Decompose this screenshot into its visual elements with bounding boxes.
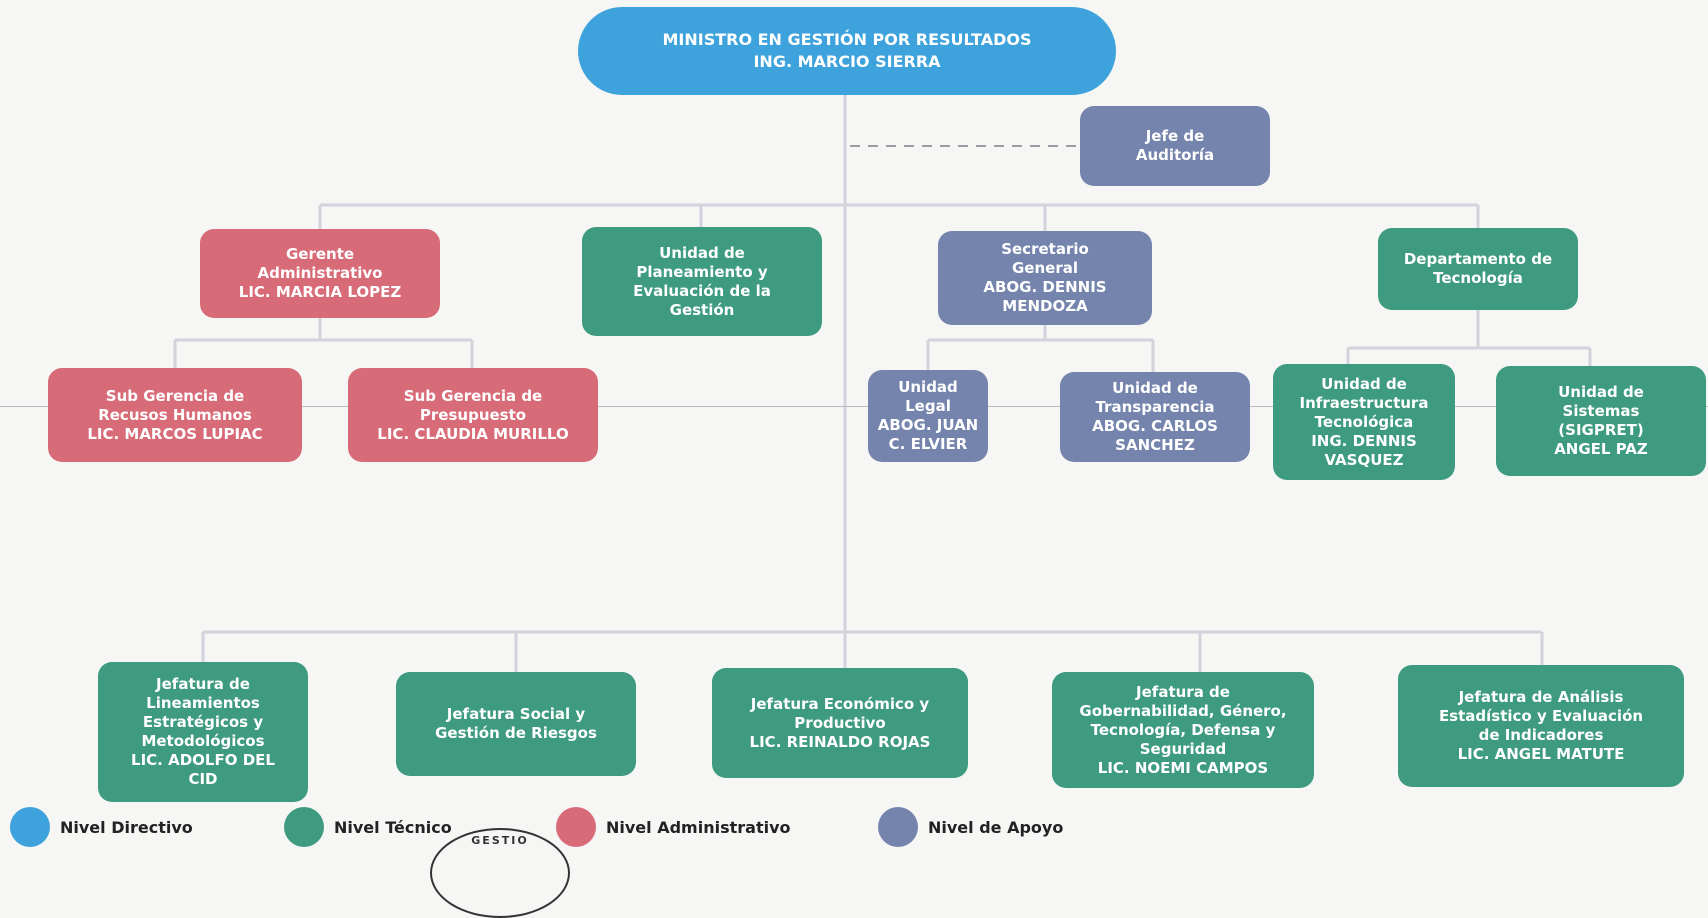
node-text-line: MINISTRO EN GESTIÓN POR RESULTADOS — [662, 30, 1032, 49]
legend-dot-administrativo — [556, 807, 596, 847]
org-connectors — [173, 95, 1592, 672]
node-text-line: de Indicadores — [1478, 726, 1604, 744]
legend-administrativo: Nivel Administrativo — [556, 807, 791, 847]
node-text-line: MENDOZA — [1002, 297, 1088, 315]
node-text-line: LIC. ANGEL MATUTE — [1457, 745, 1625, 763]
legend-directivo: Nivel Directivo — [10, 807, 193, 847]
node-text-line: Metodológicos — [141, 732, 265, 750]
node-text-line: Jefatura de — [1136, 682, 1230, 701]
node-text-line: Jefatura Social y — [446, 705, 586, 723]
node-text-line: Unidad de — [659, 243, 745, 262]
node-text-line: (SIGPRET) — [1558, 421, 1644, 439]
node-text-line: Tecnología — [1433, 269, 1523, 287]
connector-lines — [173, 95, 1592, 672]
node-text-line: Administrativo — [257, 264, 383, 282]
node-text-line: LIC. MARCOS LUPIAC — [87, 424, 263, 443]
node-text-line: Jefatura de — [156, 675, 250, 693]
legend-dot-tecnico — [284, 807, 324, 847]
node-text-line: Planeamiento y — [636, 262, 768, 281]
node-text-line: Sistemas — [1562, 402, 1640, 420]
node-text-line: General — [1012, 259, 1078, 277]
node-text-line: Lineamientos — [146, 694, 260, 712]
node-text-line: Sub Gerencia de — [403, 386, 543, 405]
node-text-line: Jefatura de Análisis — [1458, 688, 1624, 706]
node-text-line: ABOG. CARLOS — [1092, 417, 1218, 435]
node-text-line: LIC. MARCIA LOPEZ — [238, 283, 402, 301]
level3-bus — [201, 630, 1544, 672]
node-text-line: Transparencia — [1095, 398, 1215, 416]
legend-label-apoyo: Nivel de Apoyo — [928, 817, 1064, 837]
node-text-line: Jefe de — [1145, 127, 1205, 145]
node-text-line: ABOG. DENNIS — [983, 278, 1107, 296]
gerente-subtree — [173, 318, 474, 368]
node-text-line: Departamento de — [1403, 250, 1553, 268]
node-text-line: ABOG. JUAN — [877, 416, 979, 434]
node-text-line: Presupuesto — [419, 405, 527, 424]
node-text-line: Estadístico y Evaluación — [1438, 707, 1644, 725]
node-text-line: Unidad de — [1558, 383, 1644, 401]
legend-dot-directivo — [10, 807, 50, 847]
node-text-line: Sub Gerencia de — [105, 386, 245, 405]
node-text-line: LIC. NOEMI CAMPOS — [1097, 758, 1269, 777]
node-text-line: Legal — [905, 397, 951, 415]
node-text-line: Estratégicos y — [142, 713, 264, 731]
node-text-line: Tecnología, Defensa y — [1090, 720, 1276, 739]
node-text-line: Infraestructura — [1299, 393, 1429, 412]
legend-label-tecnico: Nivel Técnico — [334, 817, 452, 837]
legend-dot-apoyo — [878, 807, 918, 847]
node-text-line: Auditoría — [1135, 146, 1215, 164]
scan-artifact-line — [0, 406, 1708, 407]
node-text-line: Recusos Humanos — [98, 405, 252, 424]
legend-tecnico: Nivel Técnico — [284, 807, 452, 847]
node-text-line: Evaluación de la — [633, 281, 771, 300]
legend-apoyo: Nivel de Apoyo — [878, 807, 1064, 847]
node-text-line: ING. DENNIS — [1311, 431, 1417, 450]
node-text-line: Unidad — [898, 378, 958, 396]
node-text-line: Gestión de Riesgos — [435, 724, 597, 742]
node-text-line: Seguridad — [1139, 739, 1227, 758]
node-text-line: Tecnológica — [1314, 412, 1414, 431]
node-text-line: Gerente — [285, 245, 355, 263]
node-text-line: CID — [188, 770, 218, 788]
node-text-line: SANCHEZ — [1115, 436, 1195, 454]
seal-stamp-text: GESTIO — [471, 834, 529, 847]
node-text-line: ING. MARCIO SIERRA — [753, 52, 941, 71]
secretario-subtree — [926, 325, 1155, 372]
node-text-line: LIC. REINALDO ROJAS — [749, 732, 931, 751]
node-text-line: LIC. ADOLFO DEL — [131, 751, 275, 769]
node-text-line: Unidad de — [1321, 374, 1407, 393]
node-text-line: Secretario — [1001, 240, 1089, 258]
tecnologia-subtree — [1346, 310, 1592, 366]
legend-label-directivo: Nivel Directivo — [60, 817, 193, 837]
seal-stamp: GESTIO — [430, 828, 570, 918]
legend-label-administrativo: Nivel Administrativo — [606, 817, 791, 837]
node-text-line: VASQUEZ — [1324, 450, 1404, 469]
node-text-line: Gobernabilidad, Género, — [1079, 701, 1287, 720]
node-text-line: Jefatura Económico y — [750, 694, 930, 713]
node-text-line: Productivo — [794, 713, 886, 732]
node-text-line: ANGEL PAZ — [1554, 440, 1648, 458]
node-text-line: Unidad de — [1112, 379, 1198, 397]
node-text-line: Gestión — [669, 300, 735, 319]
node-minister: MINISTRO EN GESTIÓN POR RESULTADOS ING. M… — [578, 7, 1116, 95]
node-text-line: LIC. CLAUDIA MURILLO — [377, 424, 569, 443]
node-text-line: C. ELVIER — [888, 435, 968, 453]
